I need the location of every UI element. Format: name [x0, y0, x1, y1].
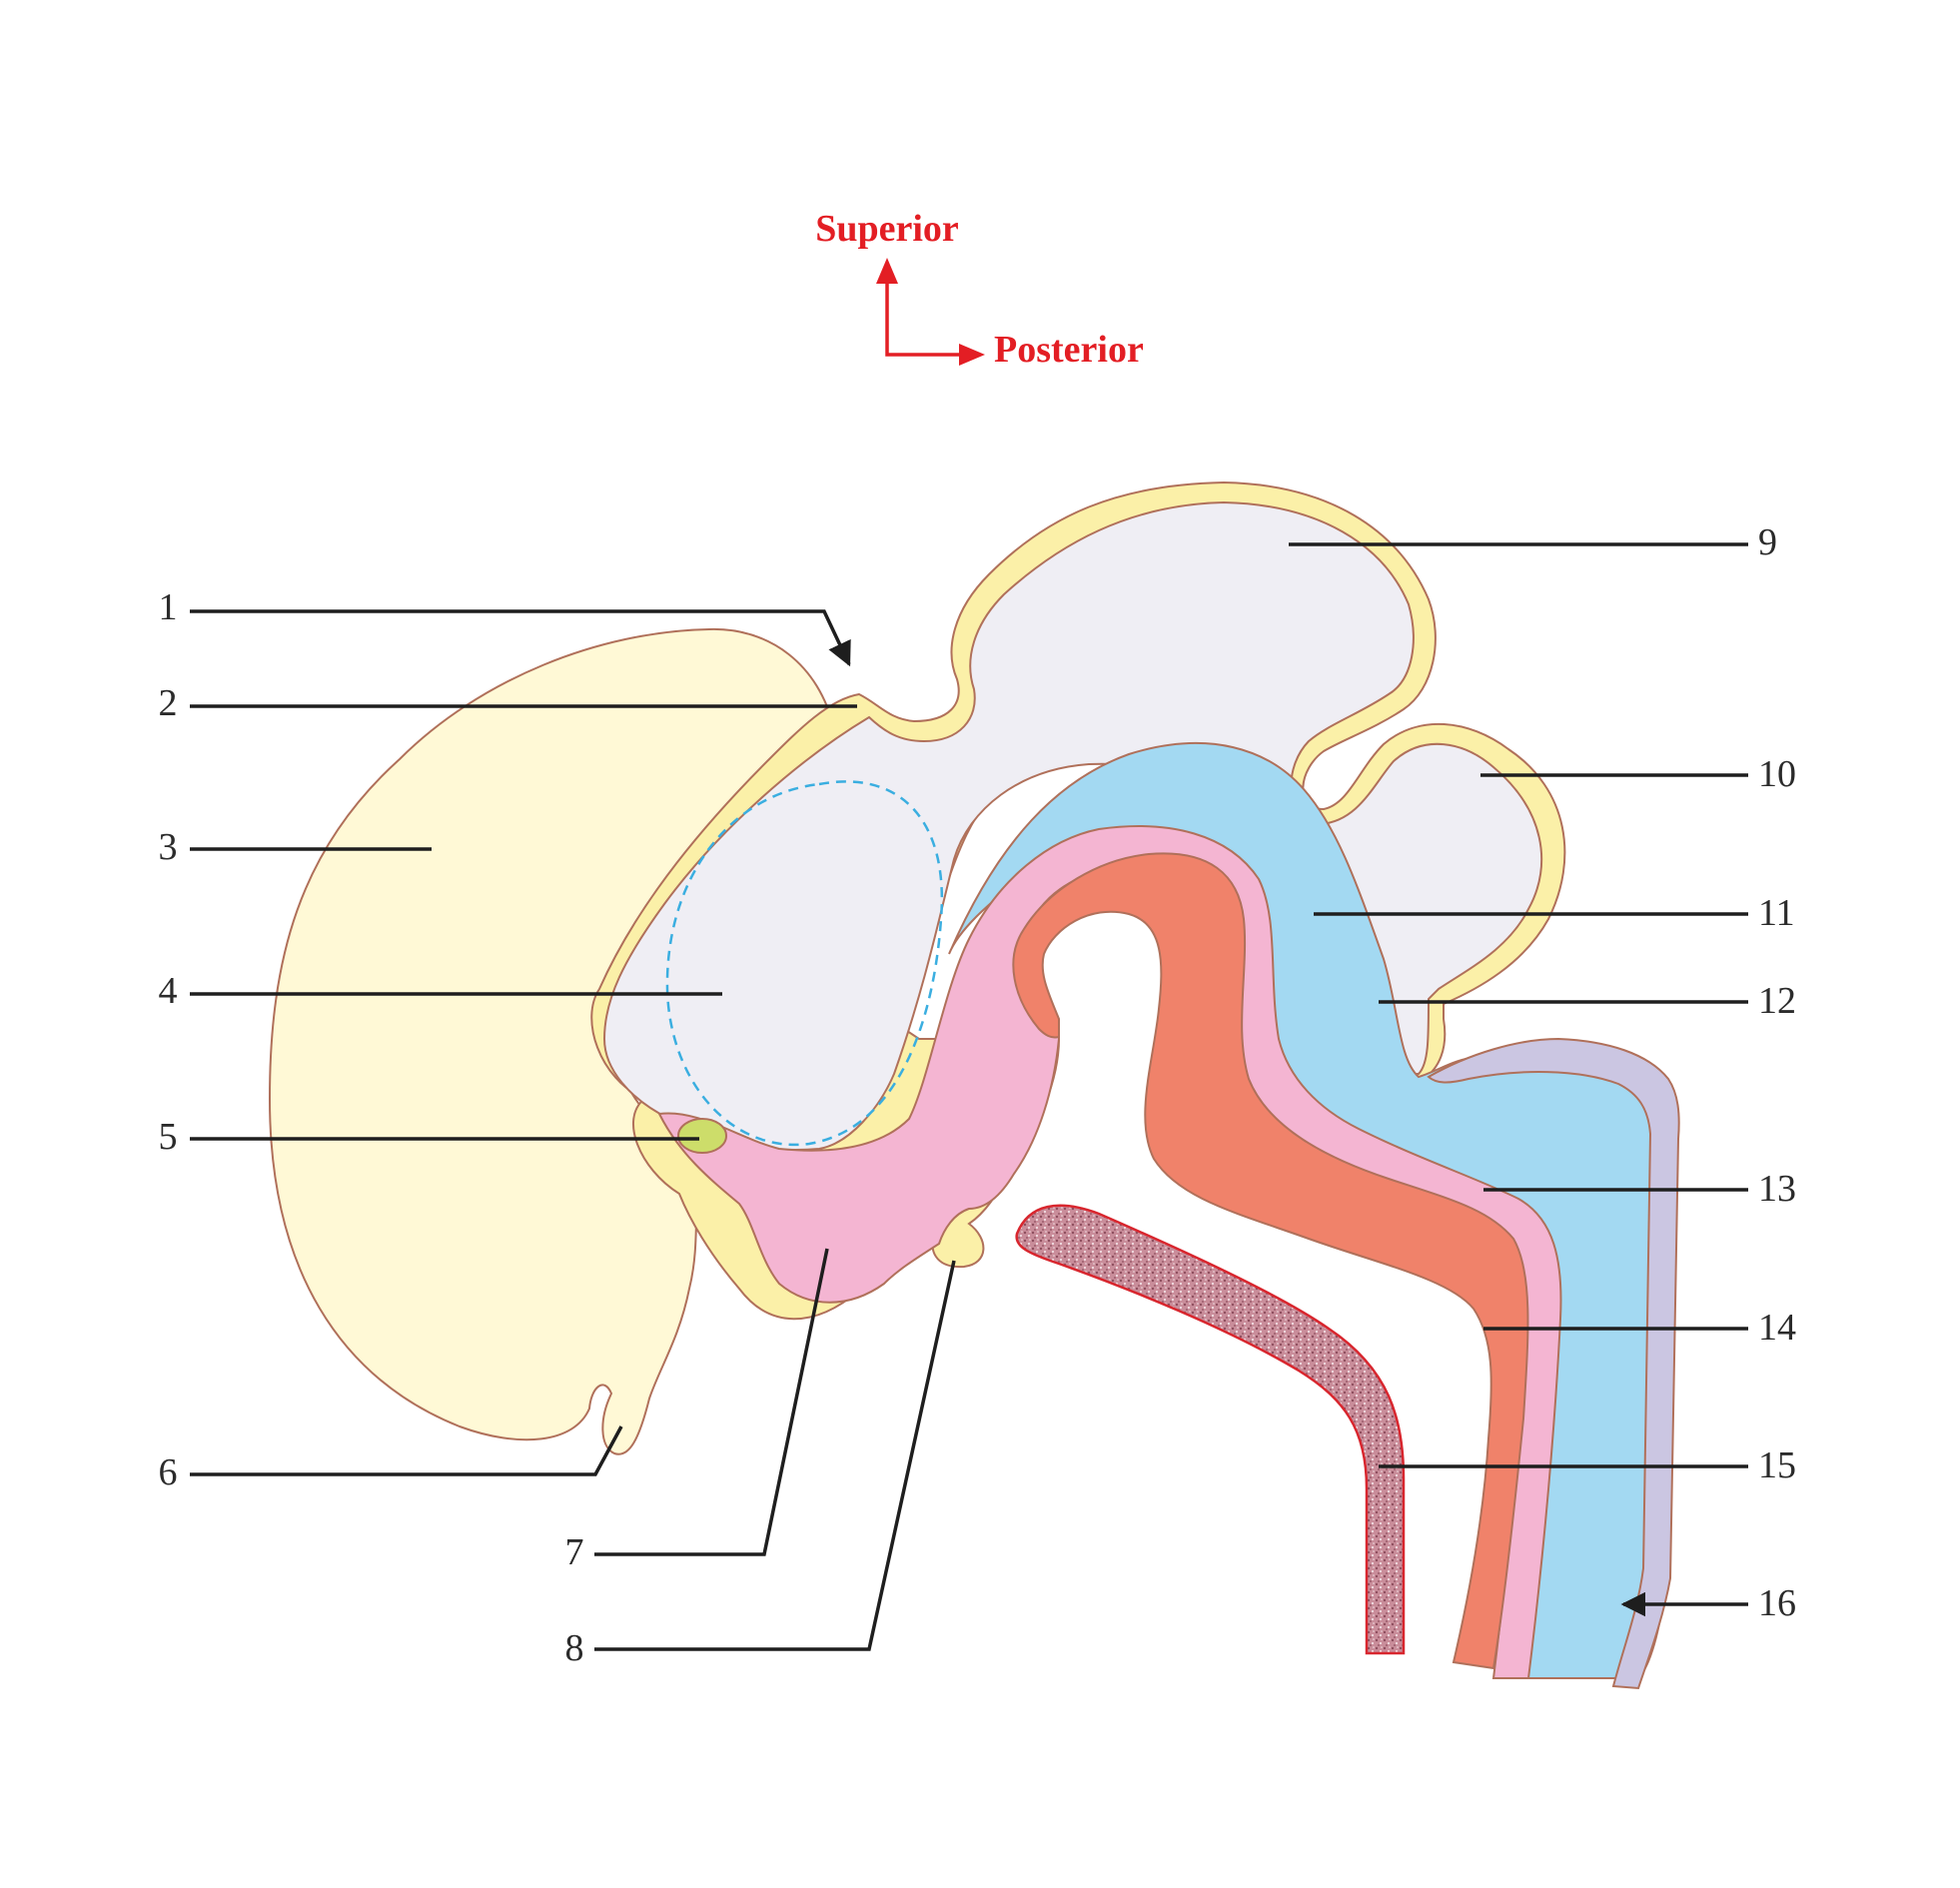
label-6: 6 [159, 1451, 178, 1493]
label-2: 2 [159, 682, 178, 724]
superior-label: Superior [815, 208, 959, 250]
leader-1 [190, 609, 851, 667]
orange-layer-14 [1012, 852, 1529, 1670]
posterior-arrowhead [959, 344, 985, 366]
superior-arrowhead [876, 258, 898, 284]
orientation-axes [885, 268, 967, 357]
leader-6 [190, 1425, 623, 1476]
label-11: 11 [1758, 892, 1795, 934]
dashed-oval [665, 780, 944, 1147]
leader-7 [594, 1248, 829, 1556]
label-15: 15 [1758, 1444, 1796, 1486]
number-labels: 1 2 3 4 5 6 7 8 9 10 11 12 13 14 15 16 [159, 521, 1797, 1669]
label-13: 13 [1758, 1168, 1796, 1210]
label-5: 5 [159, 1116, 178, 1158]
green-spot-5 [677, 1118, 727, 1154]
label-9: 9 [1758, 521, 1777, 563]
leader-8 [594, 1260, 956, 1651]
label-10: 10 [1758, 753, 1796, 795]
leader-lines [190, 542, 1748, 1651]
label-1: 1 [159, 586, 178, 628]
label-3: 3 [159, 826, 178, 868]
label-7: 7 [565, 1531, 584, 1573]
lavender-layer-16 [1427, 1037, 1680, 1690]
label-16: 16 [1758, 1582, 1796, 1624]
posterior-label: Posterior [994, 329, 1144, 371]
orientation-indicator: Superior Posterior [815, 208, 1144, 371]
label-8: 8 [565, 1627, 584, 1669]
label-4: 4 [159, 970, 178, 1012]
label-14: 14 [1758, 1307, 1796, 1349]
label-12: 12 [1758, 980, 1796, 1022]
stippled-rod-15 [1015, 1204, 1406, 1655]
